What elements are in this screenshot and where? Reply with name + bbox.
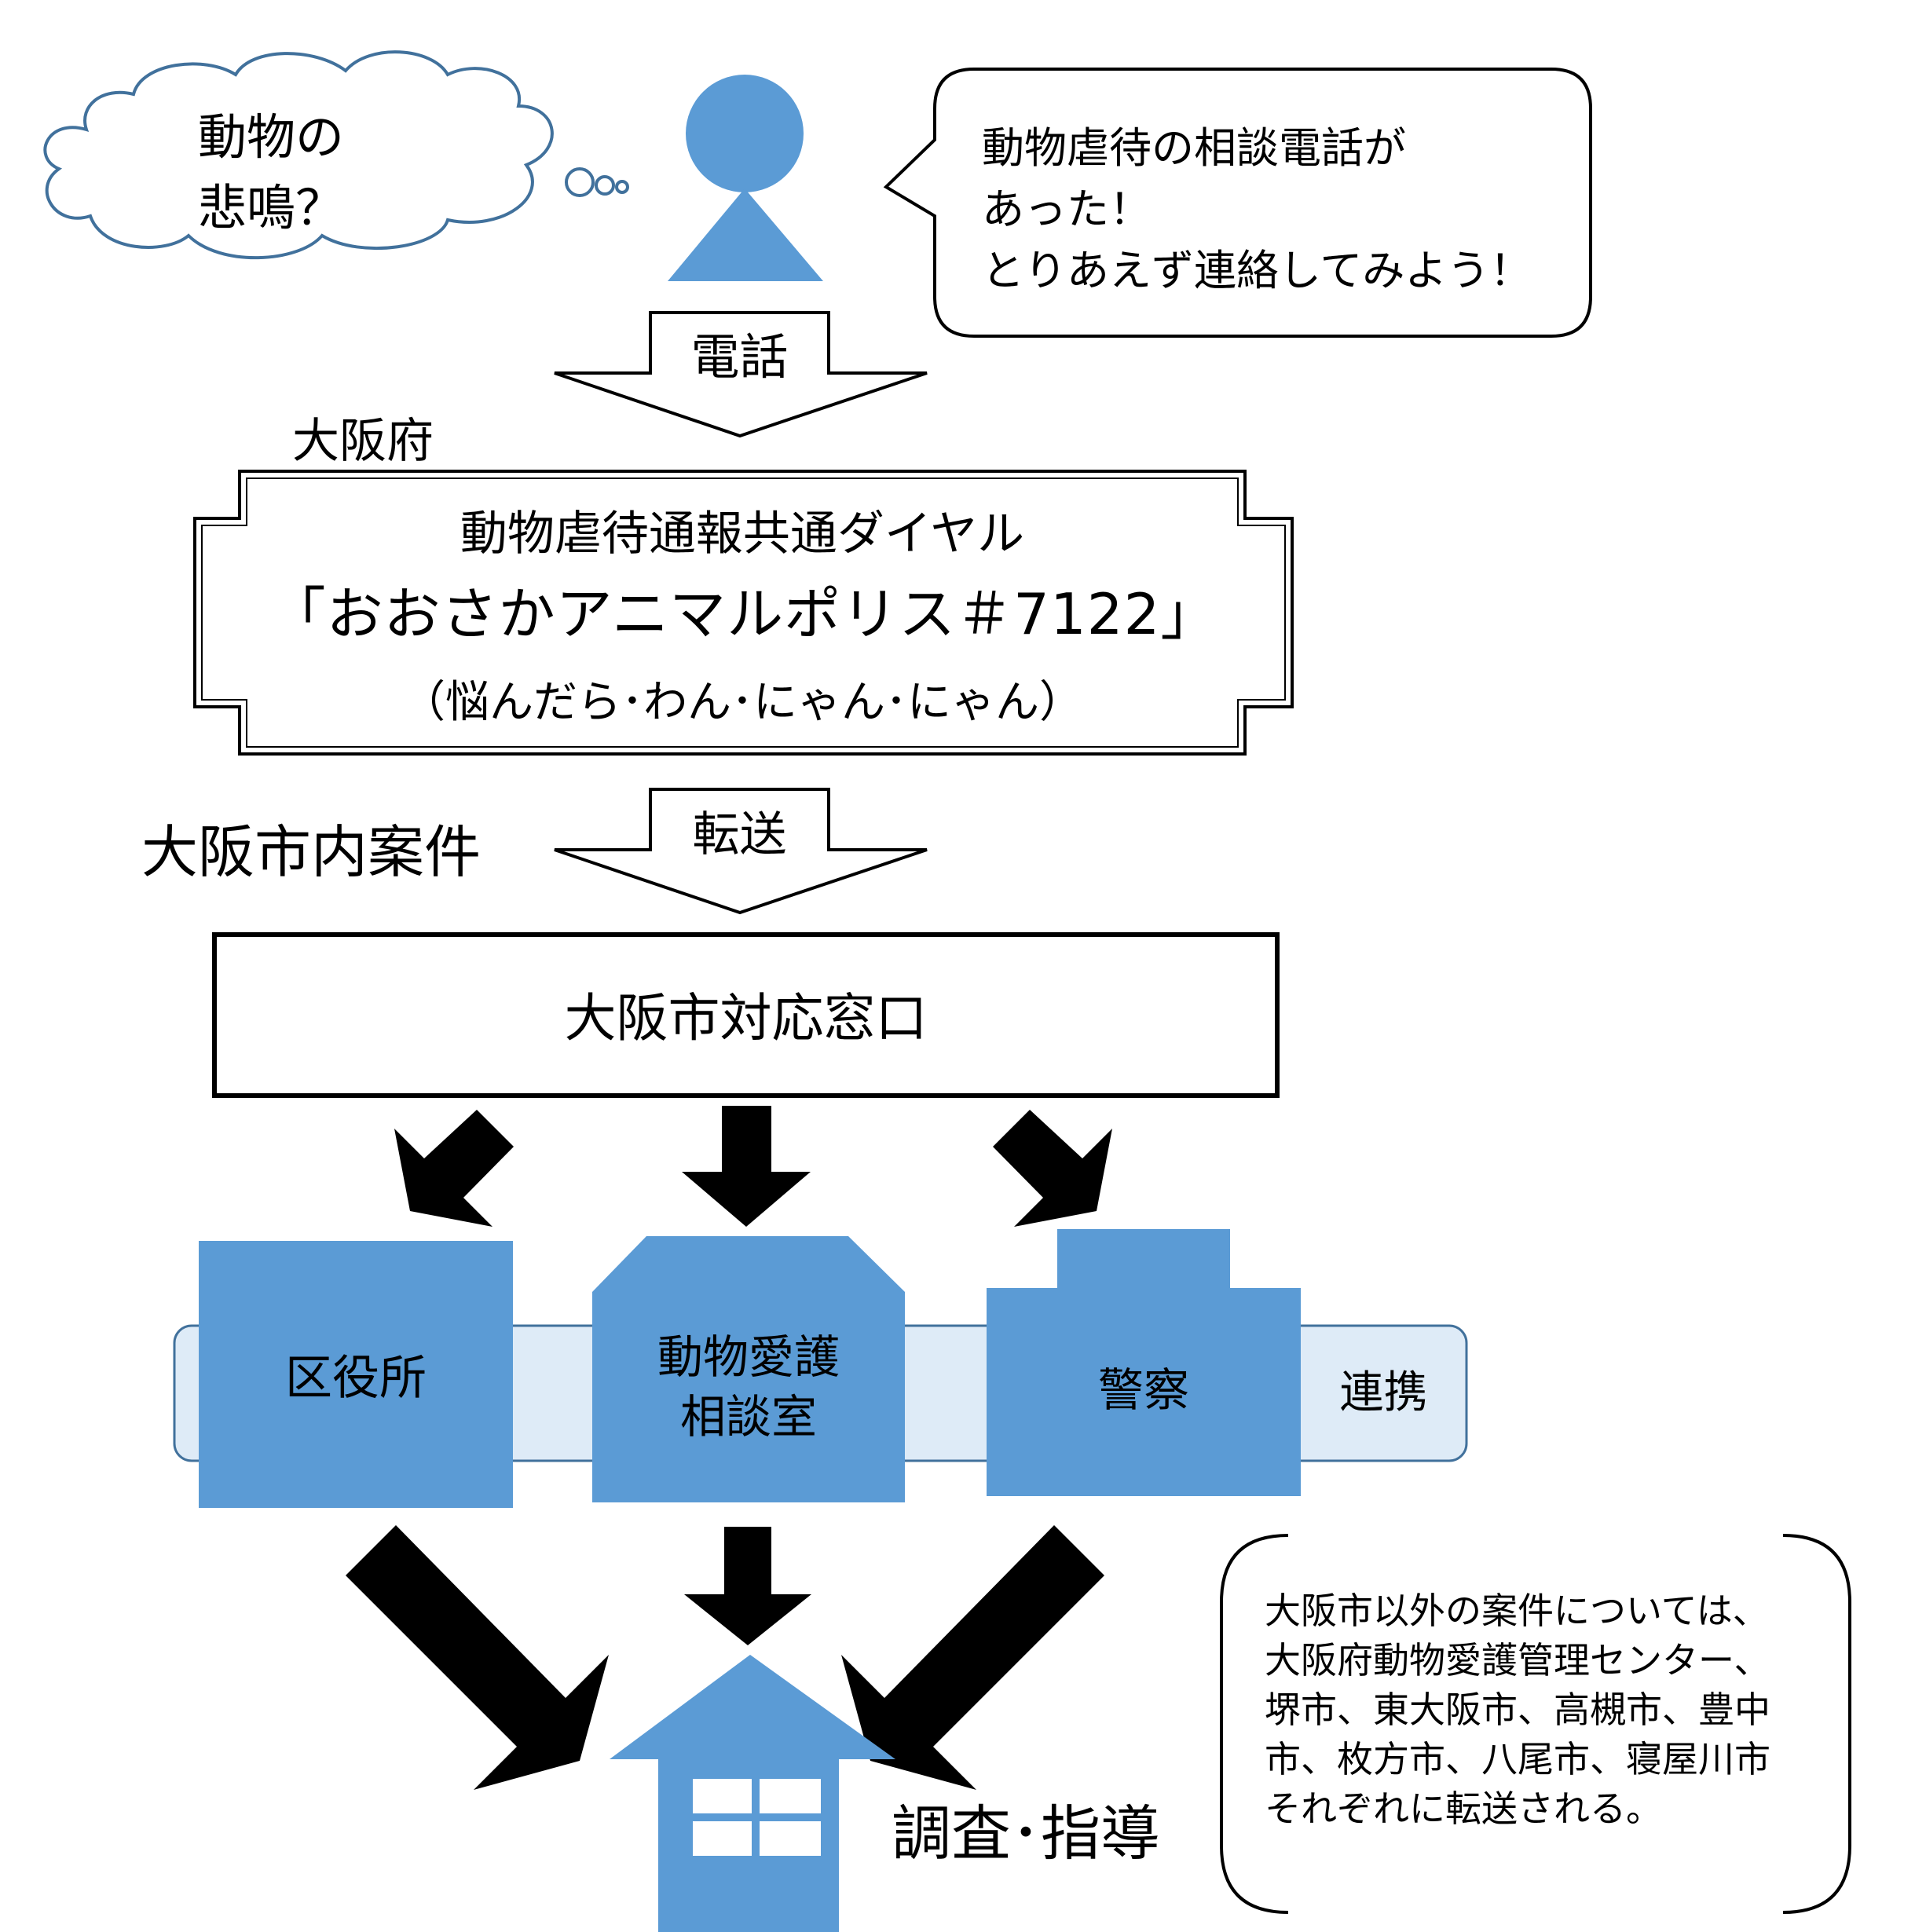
down-arrow-icon: [394, 1106, 1112, 1227]
cooperation-label: 連携: [1339, 1367, 1428, 1418]
transfer-arrow: [554, 788, 928, 915]
thought-line-1: 動物の: [198, 108, 345, 166]
speech-line-1: 動物虐待の相談電話が: [982, 123, 1406, 173]
animal-center-line-1: 動物愛護: [657, 1330, 840, 1384]
speech-line-3: とりあえず連絡してみよう！: [982, 246, 1532, 295]
prefecture-label: 大阪府: [292, 414, 434, 469]
speech-line-2: あった！: [982, 185, 1152, 234]
dial-reading: （悩んだら･わん･にゃん･にゃん）: [401, 677, 1083, 728]
phone-arrow-label: 電話: [690, 328, 789, 386]
city-case-label: 大阪市内案件: [141, 819, 482, 885]
note-text: 大阪市以外の案件については、 大阪府動物愛護管理センター、 堺市、東大阪市、高槻…: [1265, 1586, 1770, 1834]
police-label: 警察: [1097, 1363, 1189, 1417]
thought-line-2: 悲鳴？: [198, 179, 345, 236]
office-building-icon: [199, 1241, 513, 1508]
transfer-arrow-label: 転送: [692, 807, 787, 862]
result-label: 調査･指導: [892, 1798, 1160, 1868]
note-line-2: 大阪府動物愛護管理センター、: [1265, 1639, 1770, 1681]
city-window-label: 大阪市対応窓口: [564, 988, 928, 1048]
down-arrow-icon: [346, 1525, 1104, 1790]
animal-center-building: [592, 1236, 905, 1502]
dial-name: 「おおさかアニマルポリス＃7122」: [269, 581, 1218, 647]
speech-text: 動物虐待の相談電話が あった！ とりあえず連絡してみよう！: [982, 118, 1532, 302]
speech-bubble-icon: [883, 68, 1592, 338]
ward-office-label: 区役所: [285, 1351, 427, 1406]
note-line-4: 市、枚方市、八尾市、寝屋川市: [1265, 1738, 1770, 1780]
city-window-box: [212, 932, 1280, 1098]
animal-center-line-2: 相談室: [679, 1390, 817, 1444]
note-line-3: 堺市、東大阪市、高槻市、豊中: [1265, 1689, 1770, 1731]
animal-center-label: 動物愛護 相談室: [592, 1327, 905, 1447]
note-line-1: 大阪市以外の案件については、: [1265, 1590, 1769, 1632]
person-icon: [668, 75, 823, 281]
house-icon: [610, 1655, 895, 1932]
phone-arrow: [554, 311, 928, 438]
thought-cloud-icon: [43, 50, 629, 260]
note-line-5: それぞれに転送される。: [1265, 1787, 1662, 1830]
dial-title: 動物虐待通報共通ダイヤル: [460, 507, 1025, 562]
police-building-icon: [987, 1229, 1301, 1496]
note-brackets: [1220, 1534, 1851, 1914]
dial-box: [193, 470, 1294, 756]
thought-text: 動物の 悲鳴？: [198, 102, 344, 243]
